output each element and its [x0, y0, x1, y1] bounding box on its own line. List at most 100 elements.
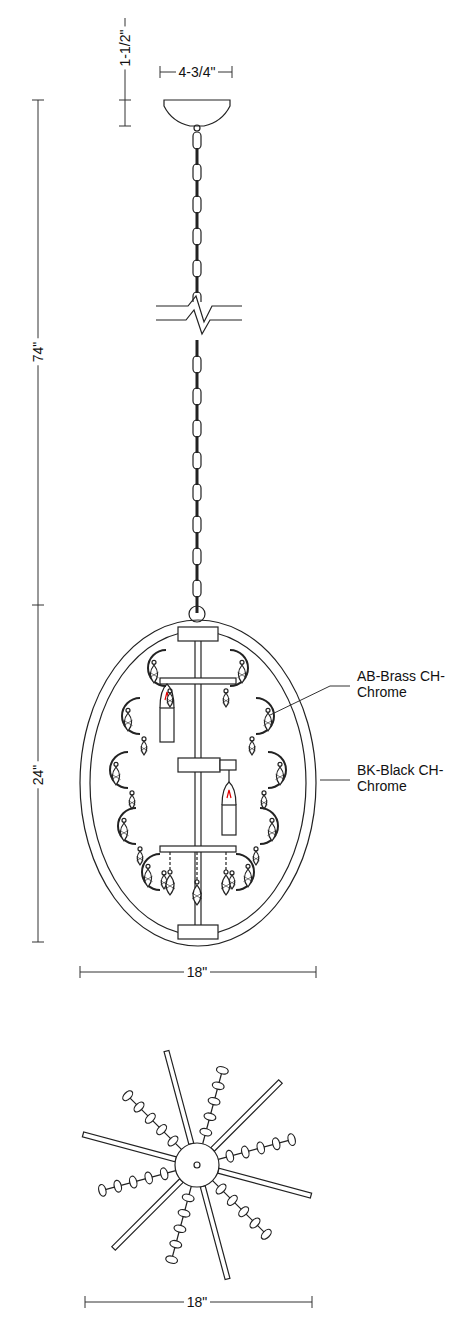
crystal — [128, 1175, 138, 1188]
crystal-bead — [146, 864, 150, 868]
crystal-scallops — [110, 650, 286, 905]
crystal-bead — [254, 847, 258, 851]
crystal — [203, 1112, 216, 1122]
crystal — [129, 795, 135, 809]
crystal-facet — [137, 857, 144, 861]
fixture-frame — [80, 606, 316, 946]
crystal — [167, 693, 173, 707]
hub — [175, 1143, 219, 1187]
chain-link — [196, 596, 199, 613]
chain-link — [196, 244, 199, 261]
crystal-facet — [249, 747, 256, 751]
crystal — [207, 1096, 220, 1106]
crystal — [113, 1180, 123, 1193]
dimension-label: 4-3/4" — [176, 64, 219, 80]
chain-link — [196, 468, 199, 485]
crystal-facet — [276, 774, 285, 779]
chain-link — [196, 436, 199, 453]
dimension-label: 18" — [184, 1294, 211, 1310]
crystal — [261, 795, 267, 809]
crystal — [165, 1255, 178, 1265]
scallop-arm — [260, 808, 278, 844]
crystal-facet — [253, 857, 260, 861]
crystal — [181, 1193, 194, 1203]
crystal — [253, 851, 259, 865]
crystal-facet — [167, 699, 174, 703]
crystal — [223, 693, 229, 707]
bead-strand — [225, 852, 226, 871]
crystal — [244, 869, 251, 887]
chain-link — [196, 340, 199, 357]
crystal — [173, 1224, 186, 1234]
hub-center — [194, 1162, 200, 1168]
crystal-bead — [240, 660, 244, 664]
crystal-bead — [250, 737, 254, 741]
crystal — [212, 1081, 225, 1091]
crystal-facet — [141, 747, 148, 751]
crystal-facet — [223, 699, 230, 703]
crystal — [222, 875, 230, 895]
finish-callout: BK-Black CH-Chrome — [354, 762, 450, 794]
chain-link — [196, 500, 199, 517]
crystal-facet — [129, 801, 136, 805]
crystal — [150, 665, 157, 683]
crystal-bead — [168, 689, 172, 693]
chain-link — [193, 228, 201, 245]
crystal-facet — [244, 876, 253, 881]
crystal — [268, 823, 275, 841]
dimension-lines — [32, 18, 350, 1308]
scallop-arm — [142, 854, 160, 890]
crystal-facet — [264, 720, 273, 725]
strand — [213, 1181, 265, 1233]
crystal — [132, 1100, 145, 1113]
crystal — [237, 1205, 250, 1218]
crystal-facet — [238, 672, 247, 677]
chain-link — [193, 388, 201, 405]
bead-strand — [196, 852, 197, 881]
crystal-facet — [221, 883, 231, 889]
scallop-arm — [256, 698, 274, 734]
break-mark — [150, 296, 244, 334]
crystal-facet — [150, 672, 159, 677]
frame-spoke — [211, 1080, 282, 1151]
crystal — [166, 875, 174, 895]
dimension-label: 74" — [30, 339, 46, 366]
crystal-bead — [262, 791, 266, 795]
crystal — [256, 1141, 266, 1154]
chain-link — [193, 516, 201, 533]
frame-spoke — [200, 1186, 230, 1280]
chain-link — [196, 276, 199, 293]
chain-link — [193, 164, 201, 181]
crystal — [169, 1239, 182, 1249]
crystal-bead — [152, 660, 156, 664]
crystal-facet — [120, 830, 129, 835]
crystal-bead — [224, 689, 228, 693]
crystal-bead — [162, 871, 166, 875]
crystal-bead — [270, 818, 274, 822]
crystal-bead — [122, 818, 126, 822]
dimension-label: 24" — [30, 762, 46, 789]
chain-link — [193, 548, 201, 565]
scallop-arm — [236, 854, 254, 890]
chain-link — [196, 372, 199, 389]
crystal-facet — [261, 801, 268, 805]
finish-callout: AB-Brass CH-Chrome — [354, 668, 450, 700]
crystal — [144, 1171, 154, 1184]
crystal — [238, 665, 245, 683]
crystal — [97, 1184, 107, 1197]
crystal — [112, 767, 119, 785]
canopy — [164, 100, 230, 126]
chain-link — [196, 212, 199, 229]
dimension-label: 18" — [184, 964, 211, 980]
crystal-bead — [168, 870, 172, 874]
scallop-arm — [268, 752, 286, 788]
chain-link — [196, 180, 199, 197]
crystal — [260, 1228, 273, 1241]
chain-link — [193, 484, 201, 501]
frame-spoke — [164, 1050, 194, 1144]
crystal — [137, 851, 143, 865]
crystal-facet — [112, 774, 121, 779]
crystal — [248, 1216, 261, 1229]
crystal — [249, 741, 255, 755]
crystal — [287, 1133, 297, 1146]
